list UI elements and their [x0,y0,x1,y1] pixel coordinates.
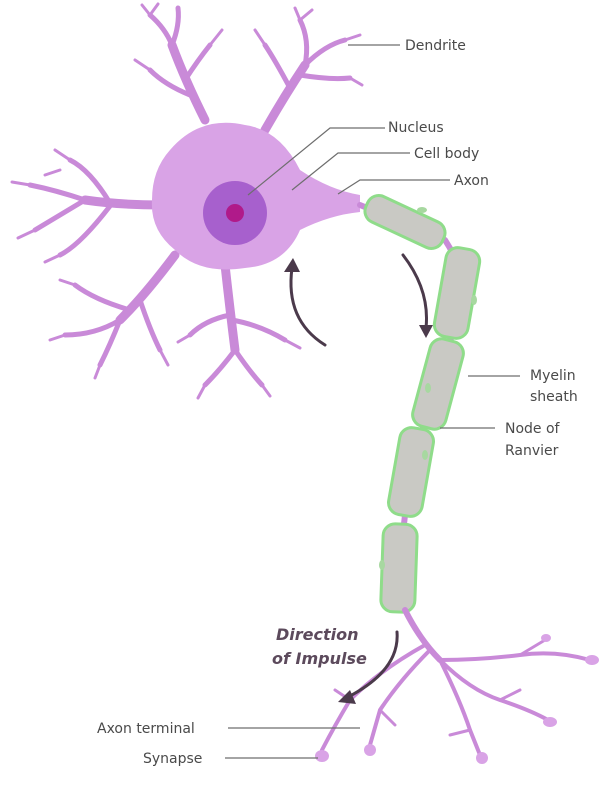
direction-label-line2: of Impulse [272,649,367,668]
axon-terminal-label: Axon terminal [97,721,195,737]
cell-body-label: Cell body [414,146,479,162]
myelin-sheath [361,192,482,613]
axon-label: Axon [454,173,489,189]
node-of-ranvier-label-line1: Node of [505,421,561,437]
myelin-sheath-label-line2: sheath [530,389,578,405]
synapse-label: Synapse [143,751,202,767]
direction-label-line1: Direction [276,625,359,644]
dendrite-label: Dendrite [405,38,466,54]
node-of-ranvier-label-line2: Ranvier [505,443,559,459]
myelin-sheath-label-line1: Myelin [530,368,576,384]
nucleus-inner [226,204,244,222]
nucleus-label: Nucleus [388,120,444,136]
